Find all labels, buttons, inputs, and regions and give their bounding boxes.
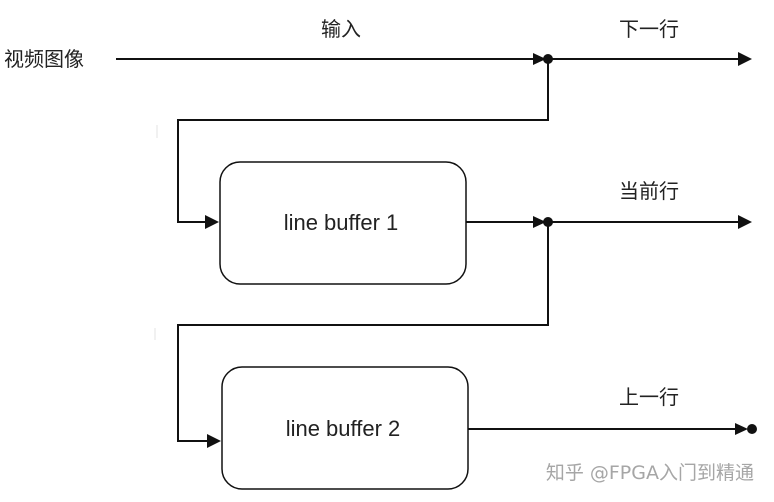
feed-to-buffer1-arrowhead [205,215,219,229]
input-arrowhead [533,53,546,65]
next-row-label: 下一行 [619,17,679,41]
line-buffer-2-label: line buffer 2 [286,416,401,441]
input-label: 输入 [321,17,361,41]
current-row-arrowhead [738,215,752,229]
current-row-label: 当前行 [619,179,679,203]
input-source-label: 视频图像 [4,47,84,71]
line-buffer-2-box [221,366,469,490]
watermark-text: 知乎 @FPGA入门到精通 [546,462,754,484]
line-buffer-1-label: line buffer 1 [284,210,399,235]
previous-row-arrowhead [735,423,748,435]
feed-to-buffer1-line [177,59,549,223]
buffer1-output-arrowhead [533,216,546,228]
end-dot [747,424,757,434]
previous-row-label: 上一行 [619,385,679,409]
feed-to-buffer2-arrowhead [207,434,221,448]
feed-to-buffer2-line [177,222,549,442]
line-buffer-1-box [219,161,467,285]
next-row-arrowhead [738,52,752,66]
